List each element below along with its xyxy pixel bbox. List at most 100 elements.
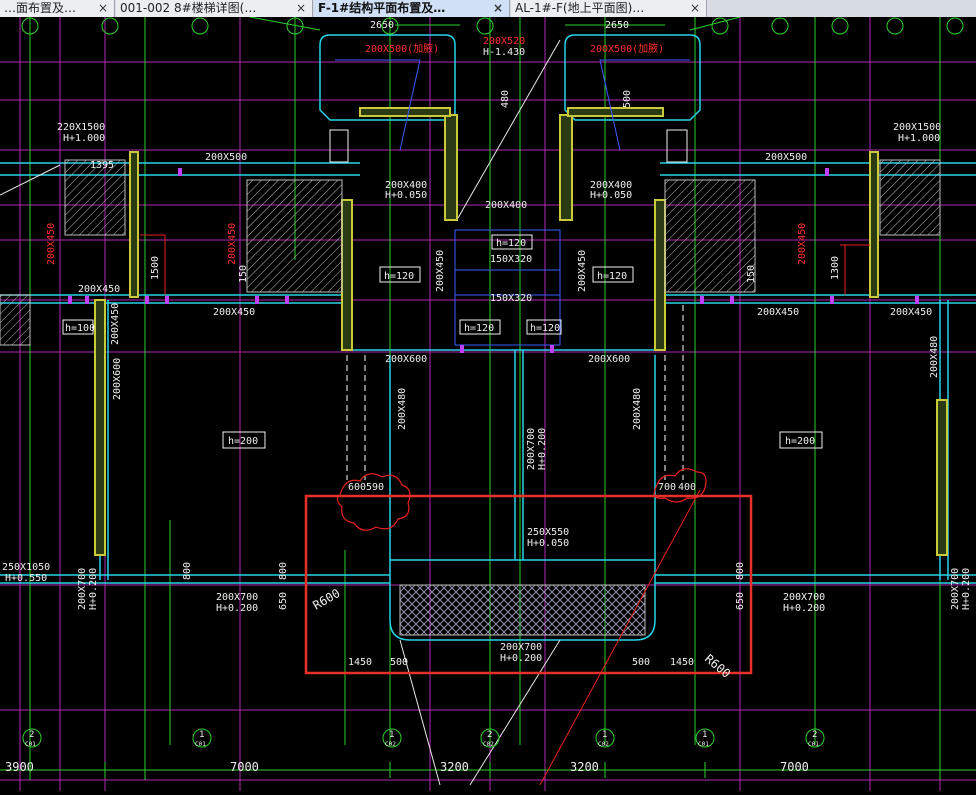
svg-text:3900: 3900 xyxy=(5,760,34,774)
svg-text:200X450: 200X450 xyxy=(890,307,932,318)
svg-text:H+0.200: H+0.200 xyxy=(961,568,972,610)
svg-text:200X700: 200X700 xyxy=(783,592,825,603)
tab-label: AL-1#-F(地上平面图)… xyxy=(515,1,645,15)
svg-text:200X450: 200X450 xyxy=(110,303,121,345)
svg-text:200X450: 200X450 xyxy=(46,223,57,265)
svg-text:200X500(加腋): 200X500(加腋) xyxy=(365,42,439,55)
svg-text:H+0.200: H+0.200 xyxy=(216,603,258,614)
svg-text:400: 400 xyxy=(678,482,696,493)
svg-text:650: 650 xyxy=(278,592,289,610)
highlight-box xyxy=(304,494,753,675)
svg-text:200X500: 200X500 xyxy=(765,152,807,163)
svg-text:C02: C02 xyxy=(483,741,494,748)
svg-text:200X700: 200X700 xyxy=(77,568,88,610)
document-tab-bar: …面布置及… × 001-002 8#楼梯详图(… × F-1#结构平面布置及…… xyxy=(0,0,976,18)
floor-plan-drawing: 2650 2650 220X1500 H+1.000 200X1500 H+1.… xyxy=(0,16,976,791)
svg-text:500: 500 xyxy=(622,90,633,108)
svg-text:h=200: h=200 xyxy=(785,436,815,447)
svg-text:200X400: 200X400 xyxy=(590,180,632,191)
svg-text:H-1.430: H-1.430 xyxy=(483,47,525,58)
close-icon[interactable]: × xyxy=(492,1,503,15)
svg-text:1300: 1300 xyxy=(830,256,841,280)
svg-text:200X480: 200X480 xyxy=(397,388,408,430)
svg-text:200X450: 200X450 xyxy=(78,284,120,295)
svg-text:H+0.050: H+0.050 xyxy=(590,190,632,201)
svg-text:1450: 1450 xyxy=(670,657,694,668)
svg-text:200X450: 200X450 xyxy=(213,307,255,318)
close-icon[interactable]: × xyxy=(97,1,108,15)
svg-text:C02: C02 xyxy=(598,741,609,748)
svg-text:800: 800 xyxy=(735,562,746,580)
cad-drawing-canvas[interactable]: 2650 2650 220X1500 H+1.000 200X1500 H+1.… xyxy=(0,16,976,791)
svg-text:1395: 1395 xyxy=(90,160,114,171)
svg-text:H+0.200: H+0.200 xyxy=(783,603,825,614)
svg-text:200X700: 200X700 xyxy=(526,428,537,470)
tab-4[interactable]: AL-1#-F(地上平面图)… × xyxy=(511,0,707,17)
svg-text:480: 480 xyxy=(500,90,511,108)
svg-text:2650: 2650 xyxy=(605,20,629,31)
svg-text:200X700: 200X700 xyxy=(950,568,961,610)
svg-text:1: 1 xyxy=(702,730,707,740)
svg-text:800: 800 xyxy=(182,562,193,580)
svg-text:200X600: 200X600 xyxy=(112,358,123,400)
close-icon[interactable]: × xyxy=(295,1,306,15)
svg-text:1500: 1500 xyxy=(150,256,161,280)
svg-text:1: 1 xyxy=(199,730,204,740)
svg-text:H+1.000: H+1.000 xyxy=(898,133,940,144)
svg-text:220X1500: 220X1500 xyxy=(57,122,105,133)
svg-text:150X320: 150X320 xyxy=(490,293,532,304)
svg-text:200X400: 200X400 xyxy=(485,200,527,211)
svg-text:250X550: 250X550 xyxy=(527,527,569,538)
tab-label: …面布置及… xyxy=(4,1,77,15)
svg-text:150X320: 150X320 xyxy=(490,254,532,265)
svg-text:2: 2 xyxy=(29,730,34,740)
svg-text:7000: 7000 xyxy=(230,760,259,774)
svg-text:200X450: 200X450 xyxy=(577,250,588,292)
svg-text:C02: C02 xyxy=(385,741,396,748)
svg-text:C01: C01 xyxy=(808,741,819,748)
svg-text:200X480: 200X480 xyxy=(929,336,940,378)
svg-text:H+0.200: H+0.200 xyxy=(537,428,548,470)
svg-text:200X450: 200X450 xyxy=(757,307,799,318)
svg-text:h=120: h=120 xyxy=(530,323,560,334)
tab-2[interactable]: 001-002 8#楼梯详图(… × xyxy=(116,0,313,17)
svg-text:3200: 3200 xyxy=(440,760,469,774)
svg-text:C01: C01 xyxy=(25,741,36,748)
tab-3-active[interactable]: F-1#结构平面布置及… × xyxy=(314,0,510,17)
svg-text:h=200: h=200 xyxy=(228,436,258,447)
svg-text:1450: 1450 xyxy=(348,657,372,668)
svg-text:200X500(加腋): 200X500(加腋) xyxy=(590,42,664,55)
svg-text:h=100: h=100 xyxy=(65,323,95,334)
svg-text:200X500: 200X500 xyxy=(205,152,247,163)
svg-text:200X600: 200X600 xyxy=(588,354,630,365)
svg-text:250X1050: 250X1050 xyxy=(2,562,50,573)
svg-text:2: 2 xyxy=(487,730,492,740)
svg-text:200X700: 200X700 xyxy=(216,592,258,603)
svg-text:150: 150 xyxy=(238,265,249,283)
svg-text:200X1500: 200X1500 xyxy=(893,122,941,133)
tab-label: F-1#结构平面布置及… xyxy=(318,1,446,15)
svg-text:H+1.000: H+1.000 xyxy=(63,133,105,144)
svg-text:7000: 7000 xyxy=(780,760,809,774)
svg-text:H+0.050: H+0.050 xyxy=(385,190,427,201)
svg-text:500: 500 xyxy=(632,657,650,668)
svg-text:200X700: 200X700 xyxy=(500,642,542,653)
svg-text:700: 700 xyxy=(658,482,676,493)
svg-text:1: 1 xyxy=(389,730,394,740)
svg-text:200X600: 200X600 xyxy=(385,354,427,365)
svg-text:200X450: 200X450 xyxy=(435,250,446,292)
svg-text:C01: C01 xyxy=(698,741,709,748)
svg-text:H+0.050: H+0.050 xyxy=(527,538,569,549)
svg-text:600: 600 xyxy=(348,482,366,493)
svg-text:200X450: 200X450 xyxy=(227,223,238,265)
svg-text:590: 590 xyxy=(366,482,384,493)
svg-text:H+0.200: H+0.200 xyxy=(500,653,542,664)
svg-text:H+0.550: H+0.550 xyxy=(5,573,47,584)
close-icon[interactable]: × xyxy=(689,1,700,15)
svg-text:800: 800 xyxy=(278,562,289,580)
svg-text:2: 2 xyxy=(812,730,817,740)
svg-text:H+0.200: H+0.200 xyxy=(88,568,99,610)
svg-text:200X520: 200X520 xyxy=(483,36,525,47)
svg-text:1: 1 xyxy=(602,730,607,740)
tab-1[interactable]: …面布置及… × xyxy=(0,0,115,17)
